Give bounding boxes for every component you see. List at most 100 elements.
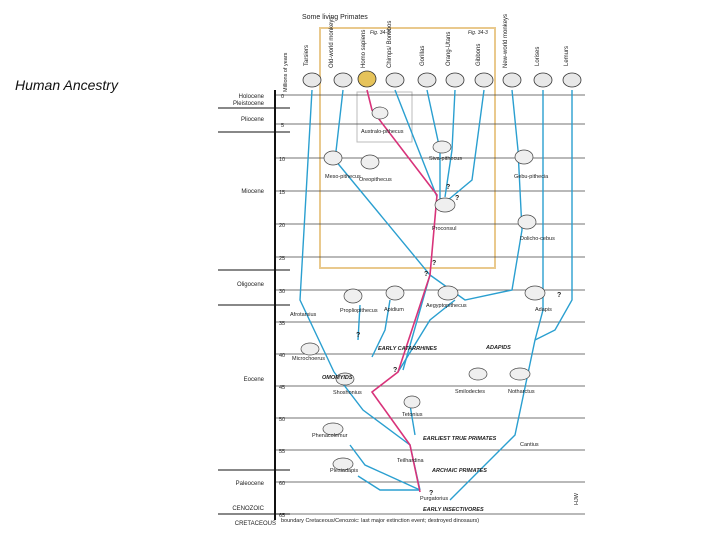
label-teilhardina: Teilhardina — [397, 458, 425, 464]
fossil-labels: Australo-pithecus Siva-pithecus Meso-pit… — [290, 129, 555, 502]
sivapithecus-skull-icon — [433, 141, 451, 153]
label-shoshonius: Shoshonius — [333, 390, 362, 396]
tetonius-skull-icon — [404, 396, 420, 408]
tick-label: 55 — [279, 449, 285, 455]
label-notharctus: Notharctus — [508, 389, 535, 395]
epoch-oligocene: Oligocene — [237, 282, 265, 288]
label-apidium: Apidium — [384, 307, 404, 313]
living-skulls — [303, 71, 581, 87]
bottom-note: boundary Cretaceous/Cenozoic: last major… — [281, 518, 479, 524]
question-mark: ? — [557, 292, 561, 299]
epoch-pliocene: Pliocene — [241, 117, 265, 123]
group-early-catarrhines: EARLY CATARRHINES — [378, 346, 437, 352]
era-cretaceous: CRETACEOUS — [235, 521, 276, 527]
living-tarsiers: Tarsiers — [304, 45, 310, 66]
fossil-highlight-box — [320, 28, 495, 268]
label-tetonius: Tetonius — [402, 412, 423, 418]
propliopithecus-skull-icon — [344, 289, 362, 303]
living-lemurs: Lemurs — [564, 46, 570, 66]
epoch-miocene: Miocene — [241, 189, 264, 195]
epoch-holocene: Holocene — [239, 94, 265, 100]
smilodectes-skull-icon — [469, 368, 487, 380]
label-afrotarsius: Afrotarsius — [290, 312, 317, 318]
mesopithecus-skull-icon — [324, 151, 342, 165]
loris-skull-icon — [534, 73, 552, 87]
label-purgatorius: Purgatorius — [420, 496, 448, 502]
tick-label: 0 — [281, 94, 284, 100]
proconsul-skull-icon — [435, 198, 455, 212]
label-plesiadapis: Plesiadapis — [330, 468, 358, 474]
living-chimps: Chimps/ Bonobos — [387, 21, 393, 68]
label-smilodectes: Smilodectes — [455, 389, 485, 395]
group-adapids: ADAPIDS — [485, 345, 511, 351]
label-australopithecus: Australo-pithecus — [361, 129, 404, 135]
label-phenacolemur: Phenacolemur — [312, 433, 348, 439]
notharctus-skull-icon — [510, 368, 530, 380]
living-newworld: New-world monkeys — [503, 14, 509, 68]
epoch-eocene: Eocene — [244, 377, 265, 383]
era-cenozoic: CENOZOIC — [232, 506, 264, 512]
dolichocebus-skull-icon — [518, 215, 536, 229]
lemur-skull-icon — [563, 73, 581, 87]
living-homo: Homo sapiens — [361, 30, 367, 68]
tick-label: 15 — [279, 190, 285, 196]
group-omomyids: OMOMYIDS — [322, 375, 353, 381]
tick-label: 20 — [279, 223, 285, 229]
question-mark: ? — [393, 367, 397, 374]
label-mesopithecus: Meso-pithecus — [325, 174, 361, 180]
australopithecus-skull-icon — [372, 107, 388, 119]
axis-label: Millions of years — [283, 52, 289, 92]
living-orangs: Orang-Utans — [446, 32, 452, 66]
tick-label: 45 — [279, 385, 285, 391]
label-sivapithecus: Siva-pithecus — [429, 156, 462, 162]
tick-label: 30 — [279, 289, 285, 295]
tick-label: 5 — [281, 123, 284, 129]
label-adapis: Adapis — [535, 307, 552, 313]
living-gorillas: Gorillas — [420, 46, 426, 66]
living-oldworld: Old-world monkeys — [329, 17, 335, 68]
epoch-pleistocene: Pleistocene — [233, 101, 265, 107]
tick-label: 60 — [279, 481, 285, 487]
microchoerus-skull-icon — [301, 343, 319, 355]
tick-label: 35 — [279, 321, 285, 327]
question-mark: ? — [356, 332, 360, 339]
gorilla-skull-icon — [418, 73, 436, 87]
question-mark: ? — [432, 260, 436, 267]
aegyptopithecus-skull-icon — [438, 286, 458, 300]
label-propliopithecus: Propliopithecus — [340, 308, 378, 314]
group-early-insectivores: EARLY INSECTIVORES — [423, 507, 484, 513]
tick-label: 50 — [279, 417, 285, 423]
question-mark: ? — [429, 490, 433, 497]
orang-skull-icon — [446, 73, 464, 87]
oreopithecus-skull-icon — [361, 155, 379, 169]
chimp-skull-icon — [386, 73, 404, 87]
label-cantius: Cantius — [520, 442, 539, 448]
tick-labels: 0 5 10 15 20 25 30 35 40 45 50 55 60 65 — [279, 94, 285, 519]
epoch-paleocene: Paleocene — [236, 481, 265, 487]
label-proconsul: Proconsul — [432, 226, 456, 232]
group-archaic-label: ARCHAIC PRIMATES — [431, 468, 487, 474]
adapis-skull-icon — [525, 286, 545, 300]
tarsier-skull-icon — [303, 73, 321, 87]
question-mark: ? — [455, 195, 459, 202]
label-aegyptopithecus: Aegyptopithecus — [426, 303, 467, 309]
label-oreopithecus: Oreopithecus — [359, 177, 392, 183]
tick-label: 10 — [279, 157, 285, 163]
oldworld-skull-icon — [334, 73, 352, 87]
gibbon-skull-icon — [475, 73, 493, 87]
question-mark: ? — [446, 184, 450, 191]
label-microchoerus: Microchoerus — [292, 356, 325, 362]
living-gibbons: Gibbons — [476, 44, 482, 66]
question-mark: ? — [424, 271, 428, 278]
diagram-header: Some living Primates — [302, 14, 368, 21]
credit: HJW — [574, 492, 580, 505]
tick-label: 40 — [279, 353, 285, 359]
label-gebupithecus: Gebu-pithecia — [514, 174, 549, 180]
living-lorises: Lorises — [535, 47, 541, 66]
living-primate-labels: Tarsiers Old-world monkeys Homo sapiens … — [304, 14, 570, 68]
epoch-labels: Holocene Pleistocene Pliocene Miocene Ol… — [232, 94, 276, 527]
tick-label: 25 — [279, 256, 285, 262]
apidium-skull-icon — [386, 286, 404, 300]
group-earliest-true: EARLIEST TRUE PRIMATES — [423, 436, 497, 442]
